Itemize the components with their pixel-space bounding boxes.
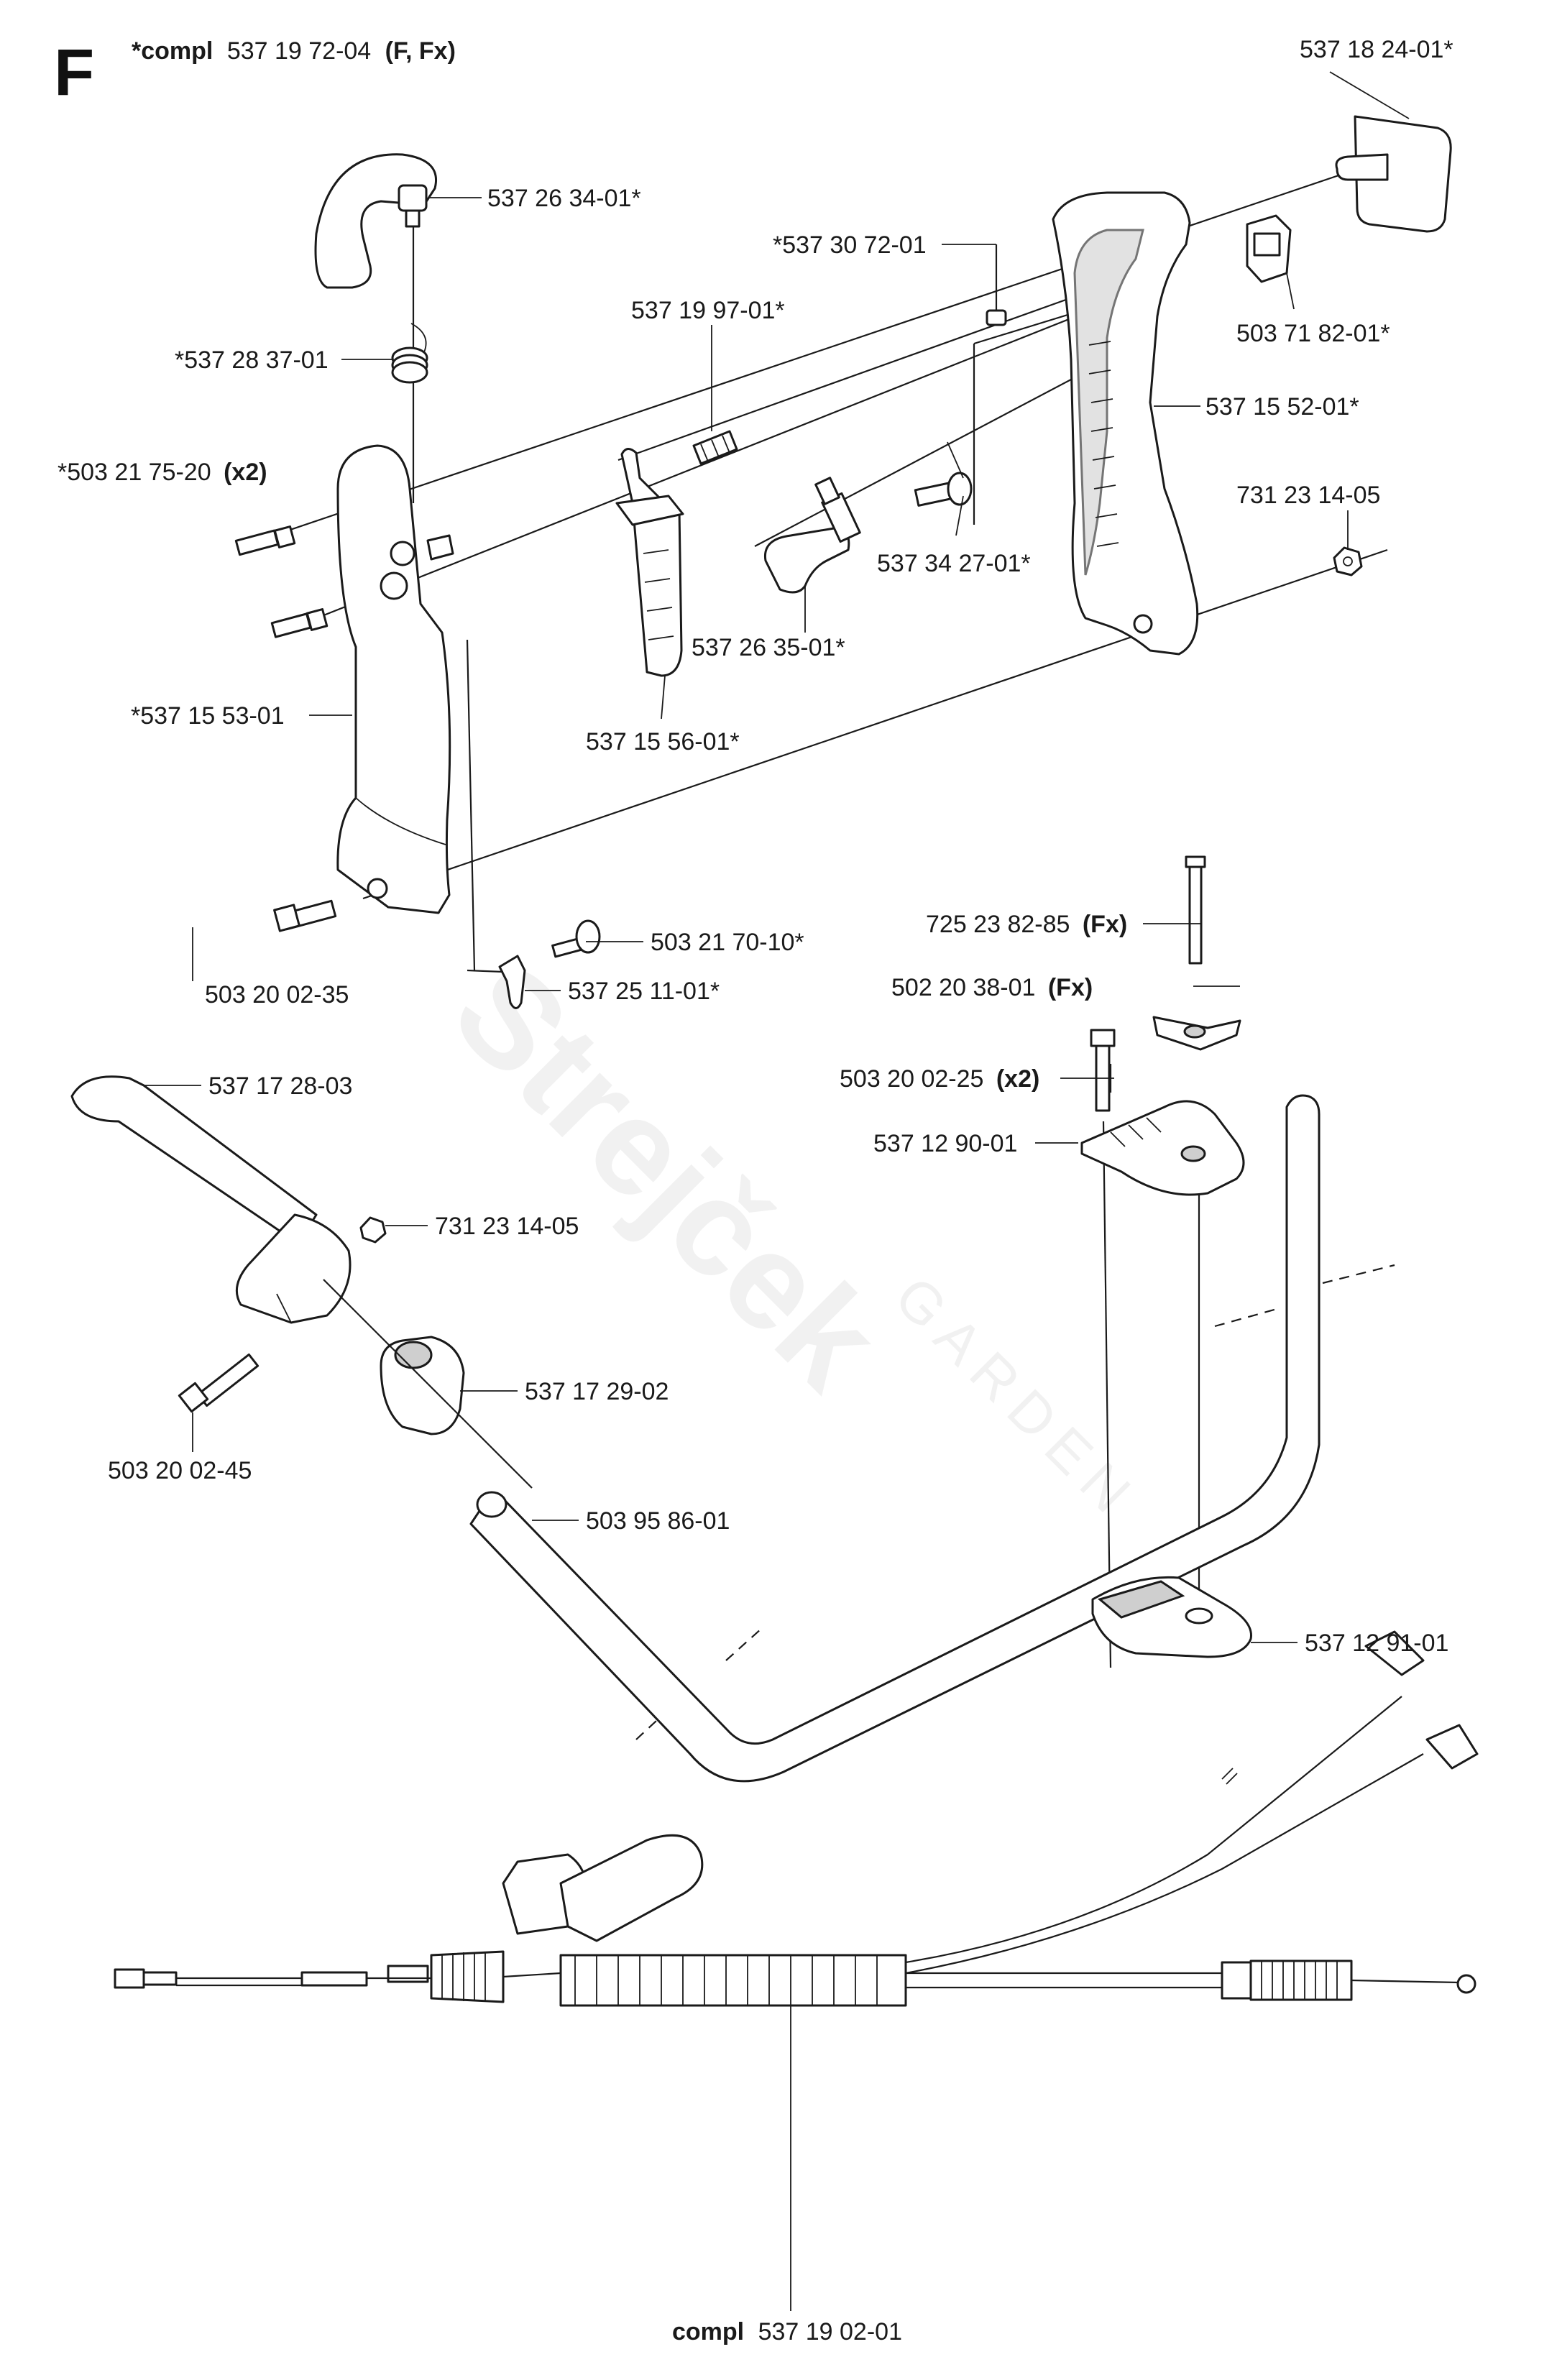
callout-537-15-53-01: *537 15 53-01 (131, 702, 285, 730)
callout-537-12-90-01: 537 12 90-01 (873, 1130, 1017, 1157)
callout-537-30-72-01: *537 30 72-01 (773, 231, 927, 259)
watermark-brand: Strejček (425, 934, 909, 1418)
part-537-17-29-02 (380, 1336, 465, 1435)
part-537-17-28-03 (70, 1075, 352, 1324)
assembly-title-number: 537 19 72-04 (227, 37, 371, 65)
cable-assembly-prefix: compl (672, 2318, 744, 2345)
callout-537-17-28-03: 537 17 28-03 (208, 1072, 352, 1100)
part-537-26-34-01 (314, 153, 437, 289)
part-503-20-02-45 (178, 1353, 260, 1413)
assembly-title-prefix: *compl (132, 37, 213, 65)
part-537-15-56-01 (615, 448, 684, 677)
callout-537-25-11-01: 537 25 11-01* (568, 978, 720, 1005)
callout-537-19-97-01: 537 19 97-01* (631, 297, 785, 324)
callout-731-23-14-05-middle: 731 23 14-05 (435, 1213, 579, 1240)
leader-lines (144, 71, 1410, 2311)
part-503-20-02-35 (273, 899, 337, 932)
assembly-title-variant: (F, Fx) (385, 37, 456, 65)
callout-503-20-02-25-qty: (x2) (996, 1065, 1039, 1093)
callout-725-23-82-85-number: 725 23 82-85 (926, 911, 1070, 938)
callout-537-28-37-01: *537 28 37-01 (175, 346, 329, 374)
part-503-21-75-20 (234, 525, 329, 638)
callout-537-18-24-01: 537 18 24-01* (1300, 36, 1453, 63)
part-537-12-90-01 (1080, 1100, 1245, 1196)
part-537-25-11-01 (467, 955, 526, 1009)
callout-725-23-82-85: 725 23 82-85 (Fx) (926, 911, 1127, 938)
callout-503-21-70-10: 503 21 70-10* (651, 929, 804, 956)
cable-assembly-label: compl 537 19 02-01 (672, 2318, 902, 2345)
callout-537-15-52-01: 537 15 52-01* (1205, 393, 1359, 421)
part-537-15-53-01 (336, 444, 454, 914)
callout-502-20-38-01: 502 20 38-01 (Fx) (891, 974, 1093, 1001)
cable-assembly-number: 537 19 02-01 (758, 2318, 902, 2345)
part-731-23-14-05-middle (359, 1216, 387, 1244)
callout-503-95-86-01: 503 95 86-01 (586, 1507, 730, 1535)
part-537-18-24-01 (1335, 115, 1452, 233)
callout-731-23-14-05-top: 731 23 14-05 (1236, 482, 1380, 509)
section-letter: F (54, 36, 94, 109)
part-537-30-72-01 (986, 244, 1007, 326)
callout-503-71-82-01: 503 71 82-01* (1236, 320, 1390, 347)
callout-503-20-02-25: 503 20 02-25 (x2) (840, 1065, 1039, 1093)
watermark-sub: GARDEN (883, 1264, 1151, 1533)
callout-537-12-91-01: 537 12 91-01 (1305, 1630, 1448, 1657)
assembly-title: *compl 537 19 72-04 (F, Fx) (132, 37, 456, 65)
part-537-34-27-01 (914, 441, 973, 507)
callout-537-17-29-02: 537 17 29-02 (525, 1378, 669, 1405)
callout-537-34-27-01: 537 34 27-01* (877, 550, 1031, 577)
callout-537-26-34-01: 537 26 34-01* (487, 185, 641, 212)
part-537-26-35-01 (763, 477, 861, 594)
callout-502-20-38-01-number: 502 20 38-01 (891, 974, 1035, 1001)
part-502-20-38-01 (1152, 1016, 1241, 1051)
part-725-23-82-85 (1185, 855, 1206, 965)
callout-503-21-75-20-qty: (x2) (224, 459, 267, 486)
part-503-20-02-25 (1090, 1029, 1116, 1112)
callout-537-15-56-01: 537 15 56-01* (586, 728, 740, 755)
callout-537-26-35-01: 537 26 35-01* (692, 634, 845, 661)
part-537-15-52-01 (1052, 191, 1199, 656)
part-537-12-91-01 (1091, 1576, 1252, 1658)
callout-503-20-02-45: 503 20 02-45 (108, 1457, 252, 1484)
part-537-28-37-01 (391, 323, 428, 384)
callout-503-21-75-20: *503 21 75-20 (x2) (58, 459, 267, 486)
callout-labels: 537 18 24-01* 537 26 34-01* *537 30 72-0… (58, 36, 1453, 1657)
callout-503-20-02-25-number: 503 20 02-25 (840, 1065, 983, 1093)
part-731-23-14-05-top (1333, 546, 1363, 576)
part-503-71-82-01 (1246, 214, 1292, 283)
throttle-cable-assembly (114, 1630, 1479, 2007)
callout-503-21-75-20-number: *503 21 75-20 (58, 459, 211, 486)
callout-725-23-82-85-variant: (Fx) (1083, 911, 1127, 938)
callout-503-20-02-35: 503 20 02-35 (205, 981, 349, 1008)
part-503-21-70-10 (551, 919, 601, 958)
callout-502-20-38-01-variant: (Fx) (1048, 974, 1093, 1001)
part-537-19-97-01 (692, 430, 738, 465)
